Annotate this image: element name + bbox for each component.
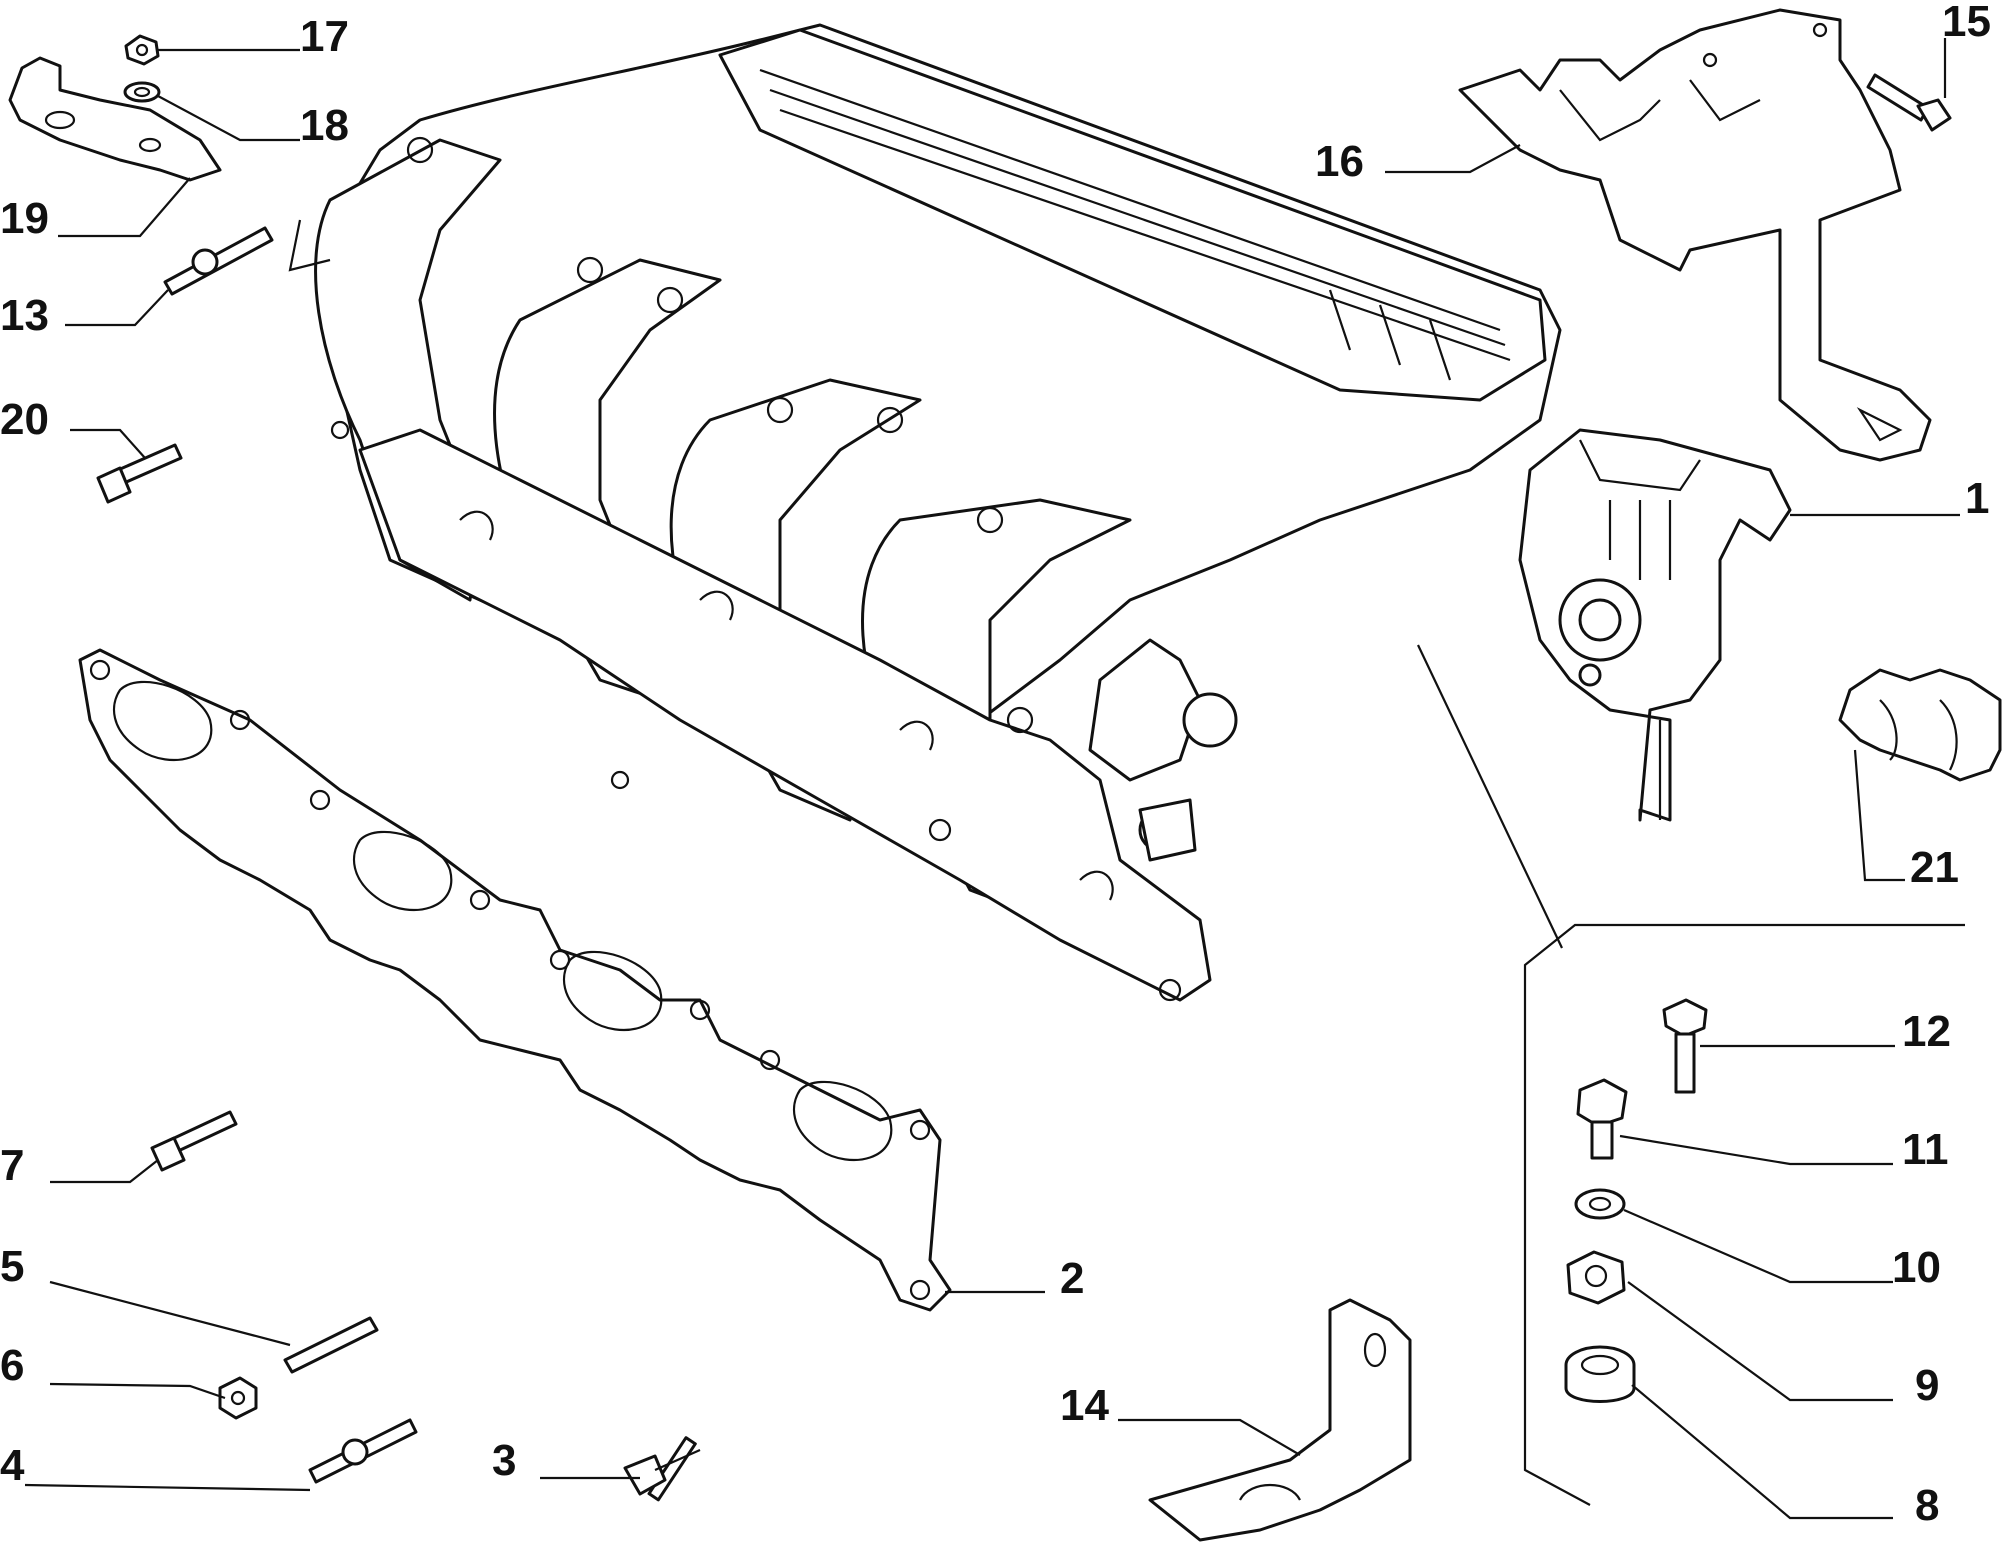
callout-18: 18 [300, 101, 349, 150]
nut-9 [1566, 1250, 1626, 1305]
manifold-gasket [78, 648, 952, 1312]
intake-manifold [288, 23, 1562, 1002]
callout-19: 19 [0, 194, 49, 243]
callout-3: 3 [492, 1436, 516, 1485]
callout-16: 16 [1315, 137, 1364, 186]
callout-12: 12 [1902, 1007, 1951, 1056]
bolt-7 [150, 1110, 238, 1172]
washer-10 [1574, 1188, 1626, 1220]
bracket-19 [8, 56, 222, 182]
callout-17: 17 [300, 12, 349, 61]
leader-lines [24, 38, 1960, 1520]
callout-20: 20 [0, 395, 49, 444]
stud-13 [163, 226, 274, 296]
leader-21 [1853, 749, 1905, 882]
leader-18 [157, 95, 300, 142]
bolt-15 [1866, 73, 1952, 132]
callout-1: 1 [1965, 474, 1989, 523]
bolt-3 [623, 1436, 701, 1502]
leader-16 [1385, 144, 1521, 174]
stud-5 [283, 1316, 379, 1374]
callout-9: 9 [1915, 1361, 1939, 1410]
callout-11: 11 [1902, 1125, 1949, 1174]
callout-15: 15 [1942, 0, 1991, 46]
stud-4 [308, 1418, 418, 1484]
throttle-body [1518, 428, 1792, 822]
leader-4 [24, 1483, 311, 1492]
nut-6 [218, 1376, 258, 1420]
leader-5 [49, 1280, 291, 1347]
callout-4: 4 [0, 1441, 25, 1490]
nut-17 [124, 34, 160, 66]
callout-6: 6 [0, 1341, 24, 1390]
callout-8: 8 [1915, 1481, 1939, 1530]
callout-13: 13 [0, 291, 49, 340]
callout-7: 7 [0, 1141, 24, 1190]
bolt-11 [1576, 1078, 1628, 1160]
spacer-8 [1564, 1345, 1636, 1403]
leader-8 [1631, 1384, 1893, 1520]
callout-2: 2 [1060, 1254, 1084, 1303]
callout-14: 14 [1060, 1381, 1109, 1430]
bolt-20 [96, 443, 183, 504]
leader-7 [50, 1159, 159, 1184]
callout-5: 5 [0, 1242, 24, 1291]
leader-11 [1619, 1134, 1893, 1166]
washer-18 [123, 81, 161, 103]
bracket-16 [1458, 8, 1932, 462]
detail-callout-frame [1417, 644, 1965, 1506]
clip-21 [1838, 668, 2002, 782]
callout-21: 21 [1910, 843, 1959, 892]
bolt-12 [1662, 998, 1708, 1094]
leader-14 [1118, 1418, 1301, 1456]
leader-9 [1627, 1281, 1893, 1402]
bracket-14 [1148, 1298, 1412, 1542]
leader-13 [65, 289, 169, 327]
leader-6 [49, 1382, 226, 1400]
leader-19 [58, 177, 191, 238]
leader-20 [70, 428, 146, 459]
callout-10: 10 [1892, 1243, 1941, 1292]
leader-10 [1623, 1208, 1893, 1284]
